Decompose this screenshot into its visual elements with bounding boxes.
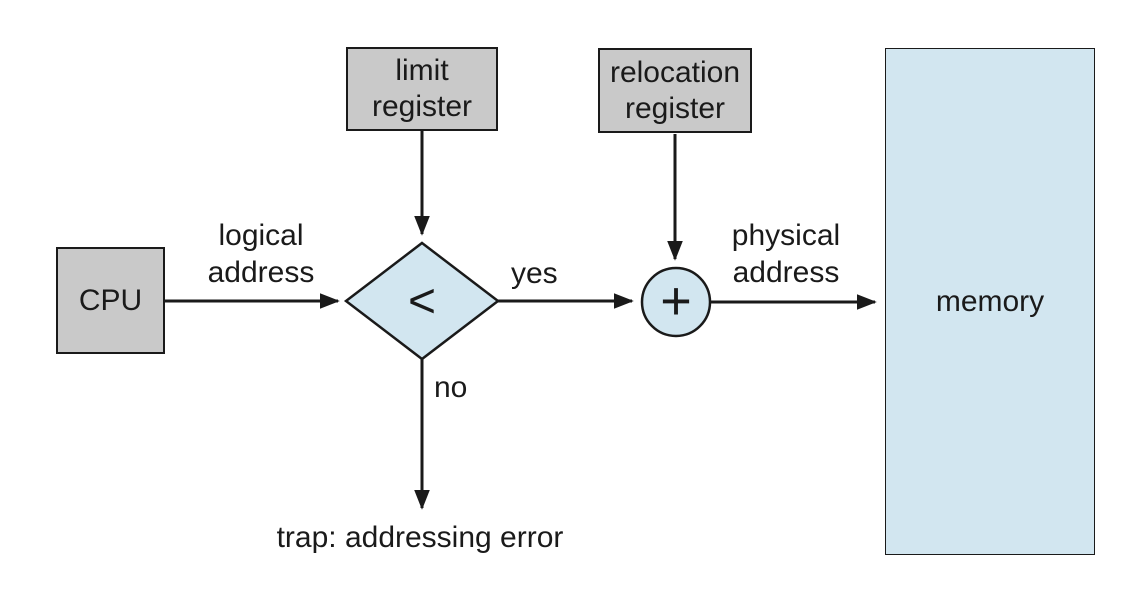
adder-plus-symbol: + xyxy=(660,271,692,331)
logical-address-label: logical address xyxy=(207,219,315,289)
physical-address-label: physical address xyxy=(731,219,841,289)
cpu-label: CPU xyxy=(78,283,143,317)
limit-register-label: limit register xyxy=(371,54,473,123)
no-label: no xyxy=(434,371,468,404)
memory-box: memory xyxy=(885,48,1095,555)
yes-label: yes xyxy=(511,257,558,290)
cpu-box: CPU xyxy=(56,247,165,354)
relocation-register-label: relocation register xyxy=(609,55,741,125)
limit-register-box: limit register xyxy=(346,47,498,131)
memory-label: memory xyxy=(935,284,1045,318)
trap-addressing-error-label: trap: addressing error xyxy=(276,521,564,554)
comparator-less-than-symbol: < xyxy=(407,274,437,328)
relocation-register-box: relocation register xyxy=(598,48,752,133)
